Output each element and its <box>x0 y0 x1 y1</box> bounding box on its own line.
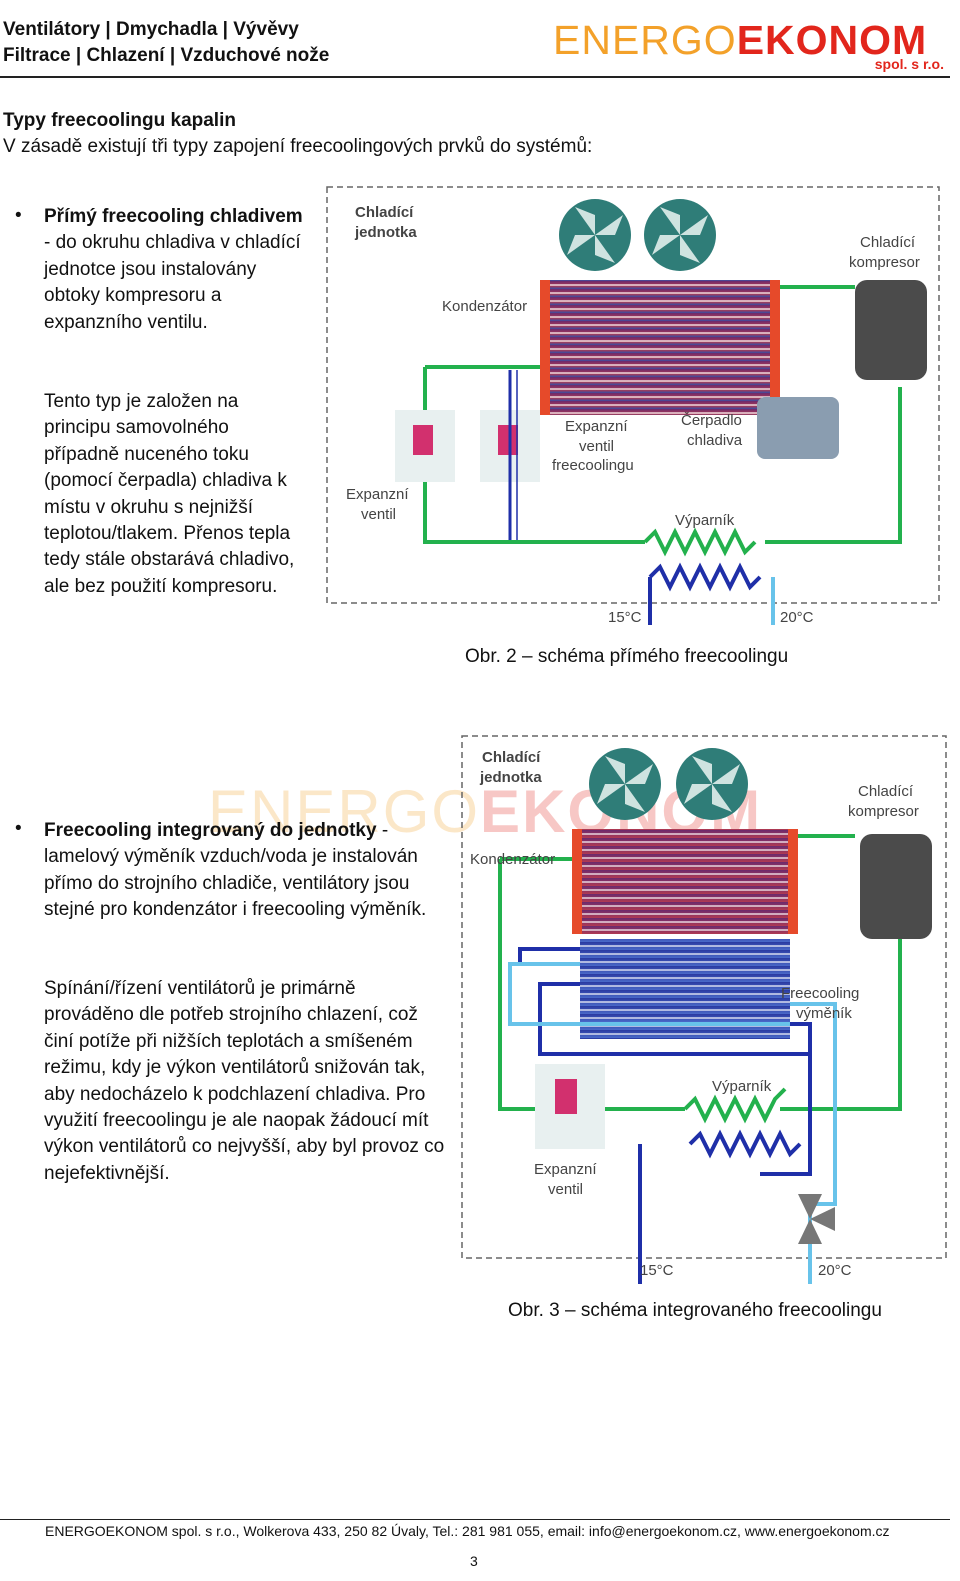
logo-subtitle: spol. s r.o. <box>874 56 944 72</box>
item2-paragraph: Freecooling integrovaný do jednotky - la… <box>44 818 444 924</box>
fig3-label-condenser: Kondenzátor <box>470 851 555 868</box>
bullet-1: • <box>15 205 22 226</box>
fig3-refrigerant-lines <box>498 834 902 1111</box>
fig2-label-evaporator: Výparník <box>675 512 735 529</box>
fig2-label-compressor-2: kompresor <box>849 254 920 271</box>
footer-divider <box>0 1519 950 1520</box>
fig2-label-exp-fc-3: freecoolingu <box>552 457 634 474</box>
fig3-fc-water-lines <box>518 947 812 1176</box>
fig2-condenser-coil <box>545 280 775 415</box>
fig2-label-temp-in: 15°C <box>608 609 642 626</box>
fig3-label-compressor-2: kompresor <box>848 803 919 820</box>
figure-3-diagram: Chladící jednotka Chladící kompresor Kon… <box>461 735 947 1284</box>
fig3-water-coil <box>688 1129 802 1159</box>
fig2-fan-2 <box>644 199 716 271</box>
fig2-label-condenser: Kondenzátor <box>442 298 527 315</box>
fig3-label-unit-2: jednotka <box>479 769 542 786</box>
fig2-label-compressor-1: Chladící <box>860 234 916 251</box>
fig3-compressor <box>860 834 932 939</box>
item2-text: - lamelový výměník vzduch/voda je instal… <box>44 820 427 921</box>
fig3-label-exp-2: ventil <box>548 1181 583 1198</box>
fig3-label-unit-1: Chladící <box>482 749 541 766</box>
fig2-label-pump-1: Čerpadlo <box>681 412 742 429</box>
fig2-label-exp-fc-1: Expanzní <box>565 418 628 435</box>
fig2-fan-1 <box>559 199 631 271</box>
section-intro: V zásadě existují tři typy zapojení free… <box>3 136 593 157</box>
logo-ekonom: EKONOM <box>736 17 928 63</box>
fig2-refrigerant-pump <box>757 397 839 459</box>
fig3-return-lines <box>508 962 837 1206</box>
fig3-unit-boundary <box>461 735 947 1259</box>
fig2-water-coil <box>648 562 762 592</box>
item1-paragraph: Přímý freecooling chladivem - do okruhu … <box>44 204 306 336</box>
logo-energo: ENERGO <box>553 17 737 63</box>
footer-contact: ENERGOEKONOM spol. s r.o., Wolkerova 433… <box>45 1523 890 1539</box>
fig3-evaporator <box>683 1087 787 1124</box>
item1-text: - do okruhu chladiva v chladící jednotce… <box>44 232 301 333</box>
page-number: 3 <box>470 1553 478 1569</box>
fig2-evaporator <box>643 527 757 557</box>
fig2-label-temp-out: 20°C <box>780 609 814 626</box>
fig2-label-exp-1: Expanzní <box>346 486 409 503</box>
fig3-fan-2 <box>676 748 748 820</box>
company-logo: ENERGOEKONOM spol. s r.o. <box>553 18 948 74</box>
figure-2-diagram: Chladící jednotka Chladící kompresor Kon… <box>326 186 940 626</box>
figure-2-caption: Obr. 2 – schéma přímého freecoolingu <box>465 646 789 667</box>
fig2-label-unit-2: jednotka <box>354 224 417 241</box>
fig3-condenser-coil <box>580 829 790 934</box>
header-divider <box>0 76 950 78</box>
fig3-three-way-valve <box>798 1194 835 1244</box>
fig2-label-pump-2: chladiva <box>687 432 743 449</box>
fig3-fan-1 <box>589 748 661 820</box>
item2-bold: Freecooling integrovaný do jednotky <box>44 820 377 841</box>
fig3-label-exp-1: Expanzní <box>534 1161 597 1178</box>
bullet-2: • <box>15 818 22 839</box>
section-title: Typy freecoolingu kapalin <box>3 110 236 131</box>
fig2-label-unit-1: Chladící <box>355 204 414 221</box>
fig2-label-exp-fc-2: ventil <box>579 438 614 455</box>
fig2-compressor <box>855 280 927 380</box>
figure-3-caption: Obr. 3 – schéma integrovaného freecoolin… <box>508 1300 882 1321</box>
fig3-label-fc-hex-1: Freecooling <box>781 985 859 1002</box>
fig3-label-evaporator: Výparník <box>712 1078 772 1095</box>
fig2-unit-boundary <box>326 186 940 604</box>
item2-paragraph-2: Spínání/řízení ventilátorů je primárně p… <box>44 978 445 1184</box>
fig3-label-temp-in: 15°C <box>640 1262 674 1279</box>
item1-bold: Přímý freecooling chladivem <box>44 206 303 227</box>
fig3-label-fc-hex-2: výměník <box>796 1005 852 1022</box>
header-tagline: Ventilátory | Dmychadla | Vývěvy Filtrac… <box>3 17 329 69</box>
fig3-label-compressor-1: Chladící <box>858 783 914 800</box>
fig2-label-exp-2: ventil <box>361 506 396 523</box>
fig3-label-temp-out: 20°C <box>818 1262 852 1279</box>
header-line-1: Ventilátory | Dmychadla | Vývěvy <box>3 19 299 40</box>
header-line-2: Filtrace | Chlazení | Vzduchové nože <box>3 45 330 66</box>
item1-paragraph-2: Tento typ je založen na principu samovol… <box>44 391 295 597</box>
